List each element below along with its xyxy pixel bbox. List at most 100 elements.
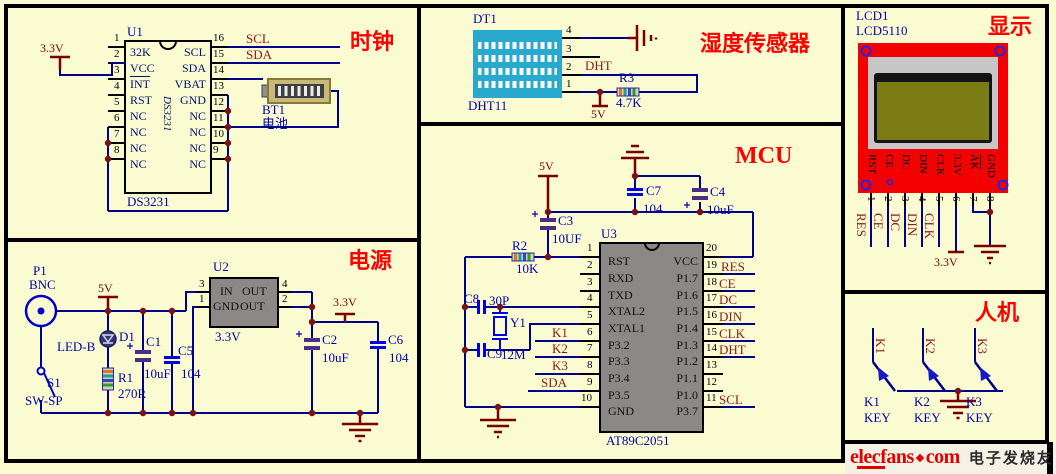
u3-name-xtal2: XTAL2 [608,304,646,318]
u1-pin-1: 1 [114,32,120,44]
u2-name-out1: OUT [242,284,267,298]
dt1-ref: DT1 [473,11,497,26]
lcd-net-clk: CLK [922,213,937,239]
u3-pin-17: 17 [706,292,717,304]
u1-name-sda: SDA [181,61,206,75]
u1-name-rst: RST [130,93,153,107]
clock-3v3-symbol [50,55,70,70]
u3-name-p11: P1.1 [676,371,698,385]
lcd-pad-dc: DC [900,154,912,170]
u3-pin-8: 8 [587,359,593,371]
c8-ref: C8 [464,291,480,306]
u3-name-p14: P1.4 [676,321,698,335]
r2-value: 10K [516,261,539,276]
s1-type: SW-SP [25,393,63,408]
lcd-module [858,43,1009,265]
key3-ref: K3 [966,394,982,409]
net-scl: SCL [246,31,270,46]
u1-name-nc4: NC [130,157,147,171]
u1-name-vbat: VBAT [174,77,206,91]
key1-type: KEY [864,410,891,425]
u3-pin-3: 3 [587,276,593,288]
elecfans-logo: elecfans com 电子发烧友 [850,446,1054,469]
net-dc: DC [719,292,738,307]
lcd-pin-4: 4 [916,196,928,202]
lcd-pad-rst: RST [866,154,878,175]
clock-circuit [50,40,340,212]
u1-pin-6: 6 [114,112,120,124]
net-din: DIN [719,309,743,324]
mcu-title: MCU [735,143,793,169]
power-title: 电源 [348,248,393,273]
crystal-y1 [492,307,508,350]
u1-name-nc6: NC [189,125,206,139]
c8-value: 30P [489,293,510,308]
lcd-net-res: RES [854,213,869,237]
panel-borders [4,4,1049,463]
logo-chinese-name: 电子发烧友 [968,451,1054,467]
c5-value: 104 [181,366,201,381]
u2-ref: U2 [213,259,229,274]
u3-pin-9: 9 [587,376,593,388]
u2-regulator-body [209,277,279,328]
cap-c4 [684,188,708,208]
u3-pin-12: 12 [706,376,717,388]
lcd-net-ce: CE [871,213,886,230]
u3-name-p10: P1.0 [676,388,698,402]
net-sda2: SDA [541,375,568,390]
u1-pin-3: 3 [114,64,120,76]
u2-name-out2: OUT [240,299,265,313]
c3-ref: C3 [558,213,574,228]
cap-c2 [296,331,320,350]
u3-name-gnd: GND [608,404,634,418]
net-sda: SDA [246,47,273,62]
u3-pin-18: 18 [706,276,717,288]
net-dht: DHT [585,58,612,73]
net-res: RES [721,259,745,274]
key2-ref: K2 [914,394,930,409]
dht-pin-3: 3 [566,43,572,55]
c6-ref: C6 [388,332,404,347]
p1-ref: P1 [33,263,47,278]
u3-pin-15: 15 [706,326,717,338]
u1-name-nc1: NC [130,109,147,123]
u1-name-scl: SCL [183,45,206,59]
mcu-circuit [461,144,755,439]
lcd-pad-3v3: 3.3V [951,154,963,176]
c3-value: 10UF [552,231,582,246]
humidity-title: 湿度传感器 [700,31,811,56]
lcd-part: LCD5110 [856,23,908,38]
lcd-pin-1: 1 [865,196,877,202]
u3-part: AT89C2051 [606,433,670,448]
u1-pin-13: 13 [213,80,224,92]
c2-value: 10uF [322,350,349,365]
u2-pin-3: 3 [199,278,205,290]
u1-name-32k: 32K [130,45,151,59]
u3-name-vcc: VCC [673,254,698,268]
u3-pin-10: 10 [581,392,592,404]
lcd-pad-gnd: GND [985,154,997,178]
net-dht2: DHT [719,342,746,357]
key2-type: KEY [914,410,941,425]
humidity-circuit [473,25,698,108]
c7-value: 104 [643,201,663,216]
y1-ref: Y1 [510,315,526,330]
u2-pin-2: 2 [282,293,288,305]
lcd-pin-8: 8 [984,196,996,202]
u1-name-nc3: NC [130,141,147,155]
mcu-5v-label: 5V [539,159,554,173]
hmi-net-k3: K3 [975,338,990,354]
c2-ref: C2 [322,332,338,347]
u3-ref: U3 [601,226,617,241]
u1-name-int: INT [130,77,150,91]
u3-pin-16: 16 [706,309,717,321]
mcu-junctions [461,172,704,411]
u3-pin-7: 7 [587,342,593,354]
logo-site: elecfans [850,446,914,468]
key3-type: KEY [966,410,993,425]
u3-pin-19: 19 [706,259,717,271]
cap-c1 [127,343,151,362]
s1-ref: S1 [47,375,61,390]
lcd-pin-7: 7 [967,196,979,202]
